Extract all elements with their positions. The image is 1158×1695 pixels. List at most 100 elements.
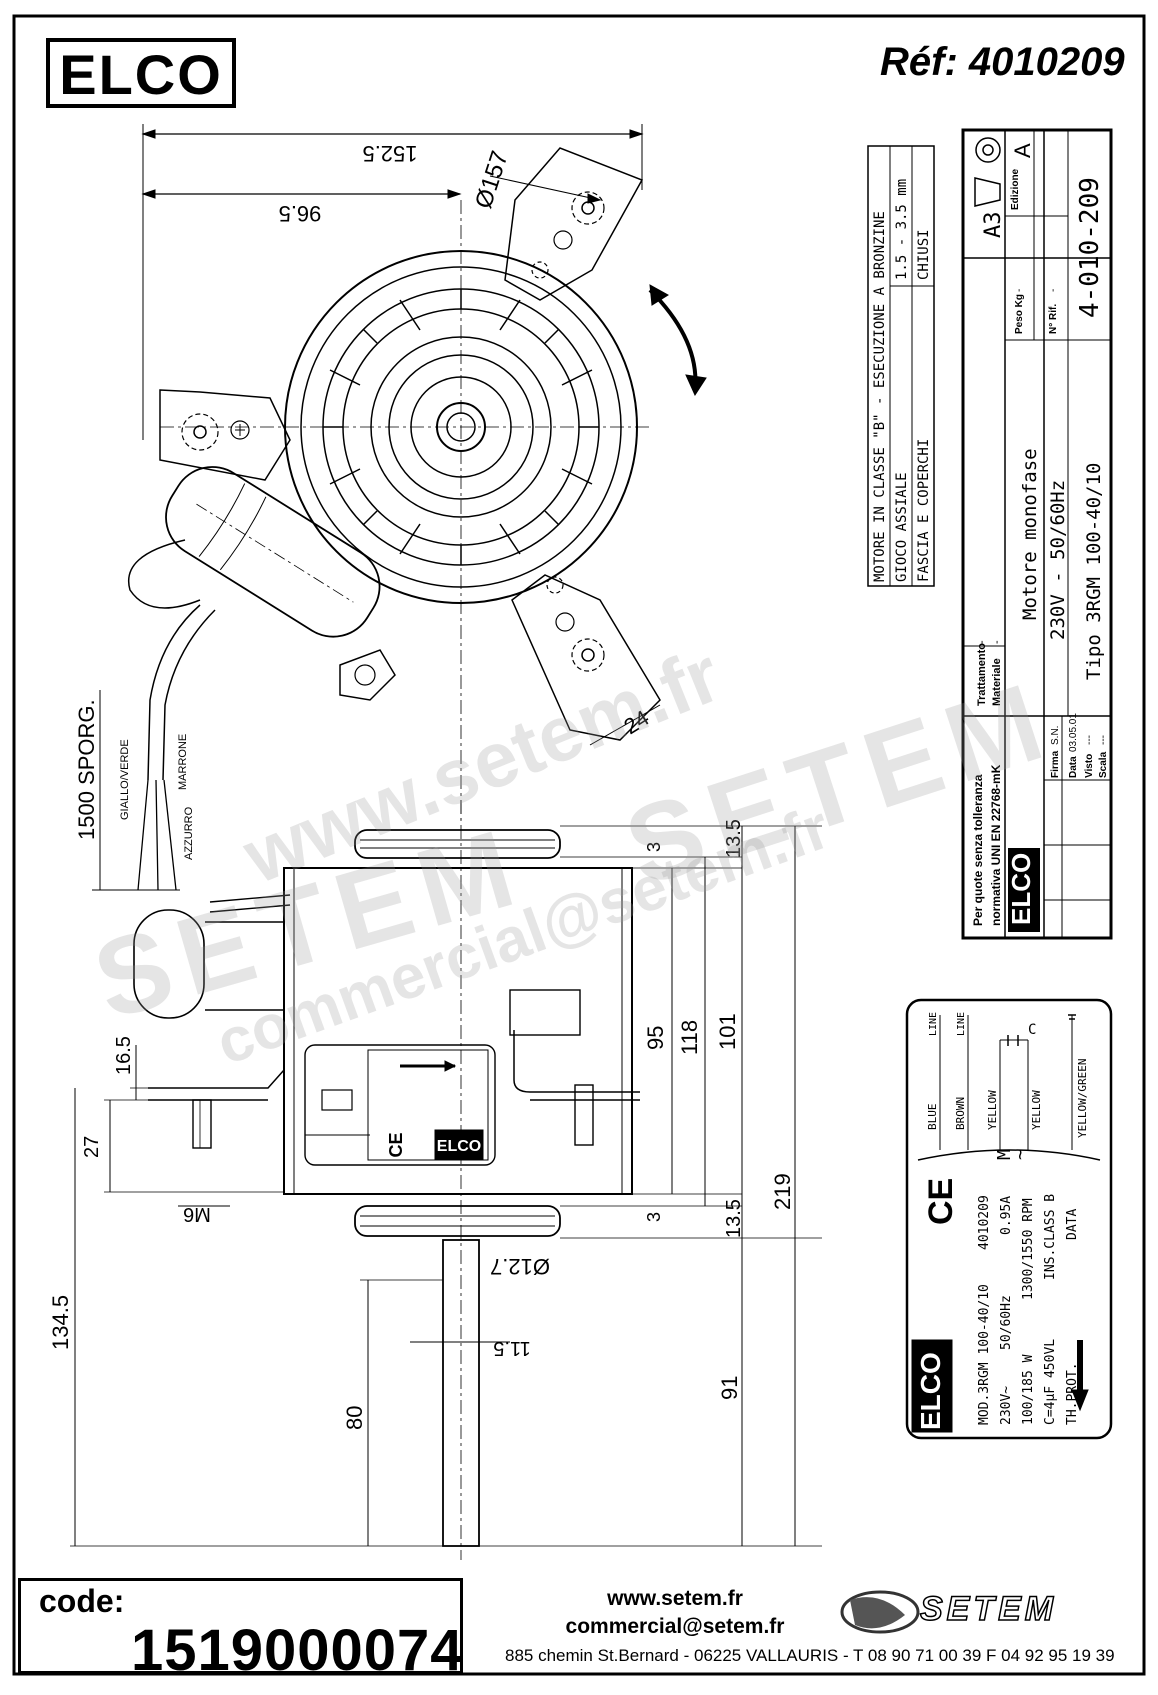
nameplate <box>905 998 1113 1440</box>
elco-logo: ELCO <box>46 38 236 108</box>
footer-contact: www.setem.fr commercial@setem.fr <box>560 1585 790 1641</box>
reference-number: Réf: 4010209 <box>880 40 1125 84</box>
dim-11-5: 11.5 <box>493 1337 530 1359</box>
setem-logo-swoosh <box>840 1590 920 1634</box>
np-cap-symbol: C <box>1028 1022 1036 1038</box>
wire-label-azzurro: AZZURRO <box>183 806 195 860</box>
dim-12-7: Ø12.7 <box>490 1254 550 1279</box>
dim-118: 118 <box>677 1020 702 1055</box>
dim-m6: M6 <box>183 1203 211 1225</box>
dim-101: 101 <box>715 1013 740 1050</box>
tb-elco-logo-box <box>1008 848 1040 932</box>
np-wire-yellow-2: YELLOW <box>1030 1090 1043 1130</box>
spec-row-2-value: 1.5 - 3.5 mm <box>894 179 910 280</box>
tb-tolerance-1: Per quote senza tolleranza <box>971 774 985 926</box>
np-wire-blue: BLUE <box>926 1104 939 1131</box>
np-line-1: LINE <box>928 1012 939 1036</box>
tb-peso-value: - <box>1014 289 1025 292</box>
np-capacitor-spec: C=4µF 450VL <box>1043 1339 1058 1425</box>
tb-firma-value: S.N. <box>1050 726 1061 745</box>
tb-desc-3: Tipo 3RGM 100-40/10 <box>1083 463 1105 680</box>
np-line-2: LINE <box>956 1012 967 1036</box>
footer-address: 885 chemin St.Bernard - 06225 VALLAURIS … <box>505 1646 1115 1665</box>
tb-edition: A <box>1010 143 1035 158</box>
tb-data-label: Data <box>1068 756 1079 778</box>
np-thermal-protection: TH.PROT. <box>1065 1362 1080 1425</box>
spec-row-2-label: GIOCO ASSIALE <box>894 472 910 582</box>
np-amperage: 0.95A <box>999 1196 1014 1235</box>
dim-96-5: 96.5 <box>279 201 322 226</box>
tb-format: A3 <box>981 212 1006 239</box>
np-wire-yellow-green: YELLOW/GREEN <box>1076 1059 1089 1138</box>
spec-row-3-label: FASCIA E COPERCHI <box>916 439 932 582</box>
dim-134-5: 134.5 <box>48 1295 73 1350</box>
tb-scala-value: --- <box>1098 735 1109 745</box>
dim-95: 95 <box>643 1026 668 1050</box>
np-wattage: 100/185 W <box>1021 1354 1036 1425</box>
np-frequency: 50/60Hz <box>999 1295 1014 1350</box>
wire-label-giallo-verde: GIALLO/VERDE <box>119 739 131 820</box>
dim-24: 24 <box>619 705 653 739</box>
spec-row-1: MOTORE IN CLASSE "B" - ESECUZIONE A BRON… <box>872 211 888 582</box>
dim-91: 91 <box>717 1376 742 1400</box>
np-elco-logo: ELCO <box>915 1352 946 1430</box>
tb-materiale-value: - <box>991 640 1003 644</box>
dim-152-5: 152.5 <box>362 141 417 166</box>
dim-3-top: 3 <box>644 842 664 852</box>
front-view <box>92 124 707 891</box>
tb-trattamento-value: - <box>976 640 988 644</box>
tb-materiale-label: Materiale <box>991 658 1003 706</box>
spec-row-3-value: CHIUSI <box>916 229 932 280</box>
tb-desc-2: 230V - 50/60Hz <box>1047 480 1069 640</box>
footer-website[interactable]: www.setem.fr <box>607 1587 743 1610</box>
dim-219: 219 <box>770 1173 795 1210</box>
dim-13-5-bottom: 13.5 <box>723 1199 745 1238</box>
np-voltage: 230V~ <box>999 1386 1014 1425</box>
tb-peso-label: Peso Kg <box>1014 294 1025 334</box>
np-ce-mark: CE <box>922 1178 960 1225</box>
code-label: code: <box>39 1583 125 1619</box>
tb-nrif-label: N° Rif. <box>1048 304 1059 334</box>
tb-data-value: 03.05.01 <box>1068 713 1079 752</box>
tb-desc-1: Motore monofase <box>1019 448 1041 620</box>
tb-firma-label: Firma <box>1050 750 1061 778</box>
tb-visto-label: Visto <box>1084 754 1095 778</box>
side-ce-label: CE <box>386 1132 406 1157</box>
dim-13-5-top: 13.5 <box>723 819 745 858</box>
np-data-label: DATA <box>1065 1209 1080 1240</box>
tb-visto-value: --- <box>1084 735 1095 745</box>
dim-27: 27 <box>81 1136 103 1158</box>
footer-email[interactable]: commercial@setem.fr <box>565 1615 785 1638</box>
side-view: ELCO CE <box>70 800 822 1560</box>
spec-table: MOTORE IN CLASSE "B" - ESECUZIONE A BRON… <box>867 145 935 587</box>
outer-frame <box>12 14 1146 1676</box>
tb-tolerance-2: normativa UNI EN 22768-mK <box>989 764 1003 926</box>
np-rpm: 1300/1550 RPM <box>1021 1198 1036 1300</box>
elco-logo-text: ELCO <box>59 43 223 106</box>
code-value: 1519000074 <box>131 1618 464 1683</box>
dim-80: 80 <box>342 1406 367 1430</box>
np-insulation: INS.CLASS B <box>1043 1194 1058 1280</box>
title-block <box>961 128 1113 940</box>
side-elco-label: ELCO <box>437 1138 481 1155</box>
np-ac-symbol: ~ <box>1010 1149 1031 1160</box>
wire-label-marrone: MARRONE <box>177 734 189 790</box>
dim-16-5: 16.5 <box>113 1036 135 1075</box>
np-motor-symbol: M <box>994 1149 1015 1160</box>
product-code-box: code: 1519000074 <box>18 1578 463 1683</box>
np-wire-brown: BROWN <box>954 1097 967 1130</box>
dim-1500-sporg: 1500 SPORG. <box>74 699 99 840</box>
np-code: 4010209 <box>977 1195 992 1250</box>
setem-logo: SETEM <box>919 1589 1058 1629</box>
tb-scala-label: Scala <box>1098 751 1109 778</box>
np-wire-yellow-1: YELLOW <box>986 1090 999 1130</box>
tb-drawing-number: 4-010-209 <box>1075 177 1105 318</box>
tb-nrif-value: - <box>1048 289 1059 292</box>
tb-edition-label: Edizione <box>1010 168 1021 210</box>
tb-trattamento-label: Trattamento <box>976 643 988 706</box>
np-model: MOD.3RGM 100-40/10 <box>977 1284 992 1425</box>
tb-elco-logo: ELCO <box>1006 853 1036 925</box>
dim-3-bottom: 3 <box>644 1212 664 1222</box>
